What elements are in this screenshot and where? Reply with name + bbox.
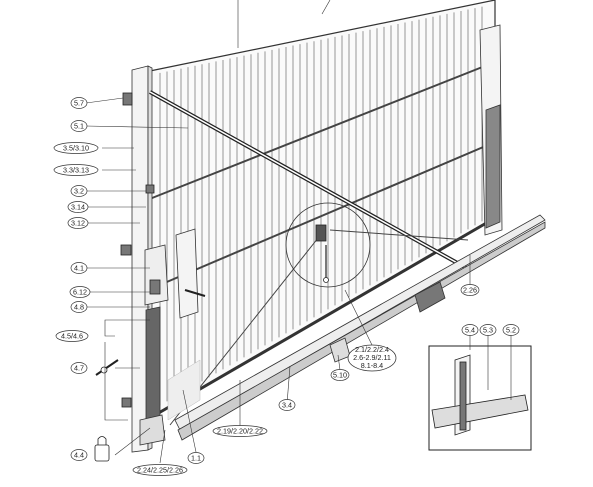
callout-5-7: 5.7	[70, 97, 88, 109]
leader-lines	[85, 0, 512, 464]
callout-text-4-4: 4.4	[74, 451, 84, 460]
callout-text-2-1-line3: 8.1-8.4	[361, 361, 383, 370]
callout-3-4: 3.4	[278, 399, 296, 411]
callout-2-26: 2.26	[460, 284, 480, 296]
callout-text-5-1: 5.1	[74, 122, 84, 131]
ground-track	[174, 214, 546, 441]
gate-drawing	[94, 0, 546, 462]
callout-text-4-8: 4.8	[74, 303, 84, 312]
callout-text-3-12: 3.12	[71, 219, 85, 228]
callout-2-1: 2.1/2.2/2.4 2.6-2.9/2.11 8.1-8.4	[347, 344, 397, 372]
tension-cable-2	[329, 229, 469, 241]
end-post	[479, 24, 503, 236]
callout-text-2-19: 2.19/2.20/2.22	[217, 427, 263, 436]
callout-text-3-2: 3.2	[74, 187, 84, 196]
callout-text-4-5: 4.5/4.6	[61, 332, 83, 341]
callout-text-1-1: 1.1	[191, 454, 201, 463]
latch-plate	[175, 228, 199, 319]
infill-bars	[159, 6, 483, 406]
inset-track-detail	[431, 354, 529, 436]
callout-1-1: 1.1	[187, 452, 205, 464]
hinge-brackets	[120, 92, 161, 408]
callout-3-14: 3.14	[67, 201, 89, 213]
callout-text-3-3: 3.3/3.13	[63, 166, 89, 175]
callout-5-10: 5.10	[330, 369, 350, 381]
callout-4-1: 4.1	[70, 262, 88, 274]
callout-labels: 5.7 5.1 3.5/3.10 3.3/3.13 3.2 3.14 3.12 …	[53, 97, 520, 476]
callout-text-2-1-line2: 2.6-2.9/2.11	[353, 353, 391, 362]
callout-text-3-4: 3.4	[282, 401, 292, 410]
hinge-post	[131, 65, 169, 453]
callout-3-3: 3.3/3.13	[53, 164, 99, 176]
callout-text-3-14: 3.14	[71, 203, 85, 212]
callout-6-12: 6.12	[69, 286, 91, 298]
callout-5-1: 5.1	[70, 120, 88, 132]
callout-3-12: 3.12	[67, 217, 89, 229]
callout-text-5-7: 5.7	[74, 99, 84, 108]
callout-4-5: 4.5/4.6	[55, 330, 89, 342]
padlock-part	[94, 436, 110, 462]
callout-text-2-1-line1: 2.1/2.2/2.4	[355, 345, 389, 354]
callout-text-3-5: 3.5/3.10	[63, 144, 89, 153]
rail-middle	[147, 141, 496, 291]
callout-text-5-10: 5.10	[333, 371, 347, 380]
callout-text-2-24: 2.24/2.25/2.26	[137, 466, 183, 475]
callout-3-2: 3.2	[70, 185, 88, 197]
lever-part	[95, 359, 119, 376]
callout-text-5-3: 5.3	[483, 326, 493, 335]
callout-text-6-12: 6.12	[73, 288, 87, 297]
callout-5-3: 5.3	[479, 324, 497, 336]
callout-text-5-2: 5.2	[506, 326, 516, 335]
callout-text-2-26: 2.26	[463, 286, 477, 295]
callout-4-7: 4.7	[70, 362, 88, 374]
callout-text-4-1: 4.1	[74, 264, 84, 273]
callout-text-4-7: 4.7	[74, 364, 84, 373]
callout-4-4: 4.4	[70, 449, 88, 461]
callout-5-2: 5.2	[502, 324, 520, 336]
callout-2-24: 2.24/2.25/2.26	[132, 464, 188, 476]
callout-2-19: 2.19/2.20/2.22	[212, 425, 268, 437]
callout-5-4: 5.4	[461, 324, 479, 336]
tensioner-detail-circle	[285, 202, 371, 288]
callout-text-5-4: 5.4	[465, 326, 475, 335]
callout-3-5: 3.5/3.10	[53, 142, 99, 154]
rail-upper	[146, 61, 496, 201]
callout-4-8: 4.8	[70, 301, 88, 313]
